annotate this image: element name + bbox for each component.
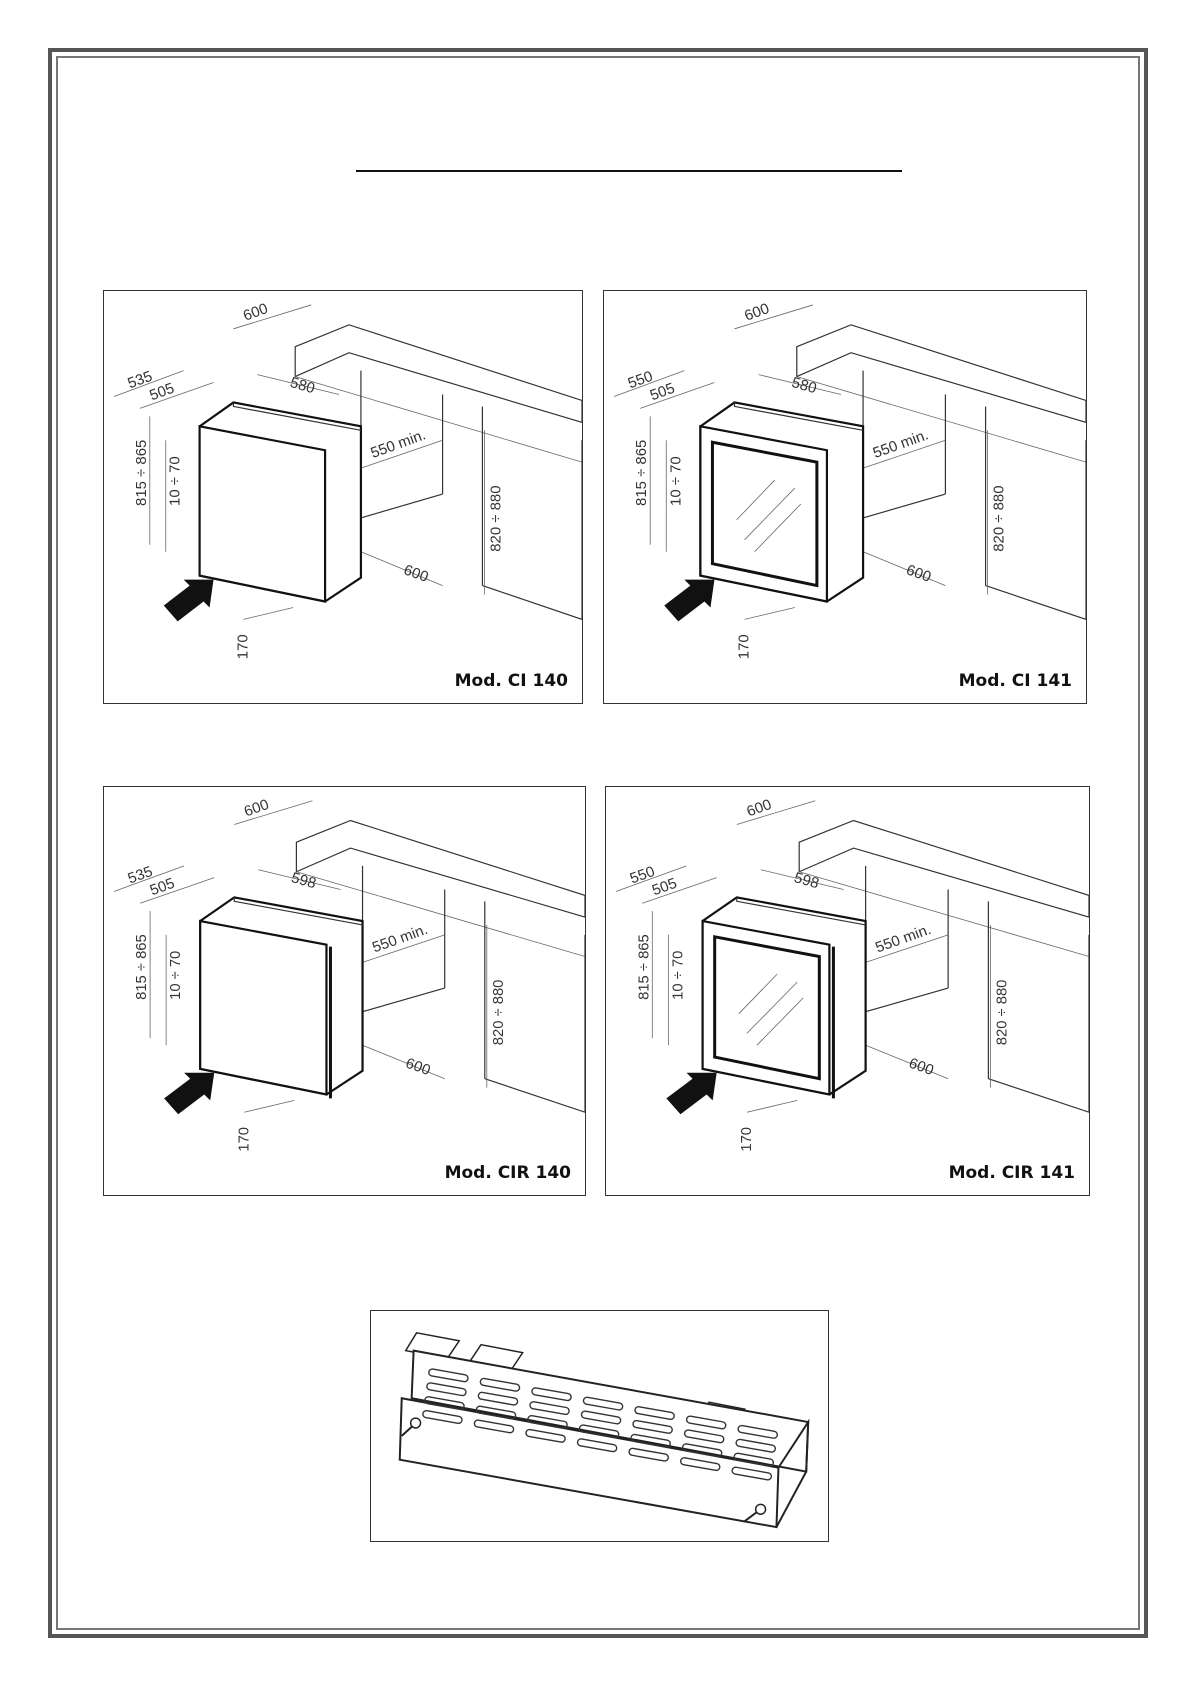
grille-slot <box>422 1409 463 1425</box>
grille-slot <box>632 1419 673 1434</box>
dim-min-depth: 550 min. <box>871 426 931 461</box>
appliance-top-edge <box>733 402 864 431</box>
dim-width-600-bottom: 600 <box>401 561 430 585</box>
grille-slot <box>477 1391 519 1406</box>
grille-slot <box>630 1433 671 1448</box>
model-label: Mod. CI 141 <box>958 671 1072 691</box>
dim-min-depth: 550 min. <box>368 426 428 462</box>
appliance-door <box>699 425 829 603</box>
grille-slot <box>475 1405 517 1420</box>
dim-plinth-170: 170 <box>738 1127 755 1152</box>
dim-width-600: 600 <box>242 797 271 820</box>
grille-slot <box>679 1457 721 1472</box>
dim-plinth-170: 170 <box>236 1127 252 1152</box>
dim-plinth-170: 170 <box>234 634 251 659</box>
appliance-door <box>199 919 328 1096</box>
dim-depth-inner: 505 <box>148 876 177 899</box>
grille-slot <box>681 1443 723 1458</box>
grille-slot <box>527 1414 568 1429</box>
dim-height: 815 ÷ 865 <box>133 440 150 506</box>
dim-cabinet-height: 820 ÷ 880 <box>993 980 1010 1046</box>
appliance-top-edge <box>233 897 363 926</box>
screw-icon <box>744 1503 767 1522</box>
grille-slot <box>473 1419 515 1434</box>
grille-slot <box>576 1438 618 1453</box>
dim-adjust: 10 ÷ 70 <box>669 951 686 1000</box>
ventilation-arrow-icon <box>666 1072 717 1115</box>
appliance-top-edge <box>232 402 362 431</box>
ventilation-arrow-icon <box>664 579 715 622</box>
glass-pane <box>713 935 821 1081</box>
dim-width-600-bottom: 600 <box>906 1055 936 1079</box>
dim-min-depth: 550 min. <box>370 922 430 956</box>
title-underline <box>356 170 902 172</box>
grille-slot <box>580 1410 622 1425</box>
dim-depth: 580 <box>288 374 317 397</box>
dim-adjust: 10 ÷ 70 <box>167 456 184 506</box>
dim-width-600-bottom: 600 <box>403 1056 432 1079</box>
dim-depth: 580 <box>790 374 819 397</box>
dim-depth: 598 <box>289 870 318 892</box>
grille-slot <box>578 1424 620 1439</box>
model-label: Mod. CIR 140 <box>444 1163 571 1183</box>
glass-pane <box>710 440 819 588</box>
grille-slot <box>683 1429 725 1444</box>
glass-reflection <box>746 981 798 1034</box>
grille-slot <box>424 1396 465 1411</box>
grille-slot <box>428 1368 469 1383</box>
grille-slot <box>531 1387 572 1402</box>
dim-cabinet-height: 820 ÷ 880 <box>991 485 1008 551</box>
appliance-door <box>198 425 327 603</box>
ventilation-arrow-icon <box>164 1072 215 1115</box>
dim-height: 815 ÷ 865 <box>635 934 652 1000</box>
dim-cabinet-height: 820 ÷ 880 <box>487 485 504 551</box>
grille-slot <box>479 1377 521 1392</box>
dim-adjust: 10 ÷ 70 <box>667 456 684 506</box>
dim-height: 815 ÷ 865 <box>633 440 650 506</box>
model-label: Mod. CI 140 <box>454 671 568 691</box>
dim-width-600: 600 <box>742 300 771 324</box>
dim-adjust: 10 ÷ 70 <box>168 951 184 1000</box>
grille-slot <box>628 1447 669 1462</box>
glass-reflection <box>756 997 804 1046</box>
dim-plinth-170: 170 <box>736 634 753 659</box>
grille-slot <box>582 1396 624 1411</box>
grille-slot <box>426 1382 467 1397</box>
dim-width-600: 600 <box>241 300 270 324</box>
grille-slot <box>525 1428 566 1443</box>
screw-icon <box>401 1417 422 1437</box>
dim-cabinet-height: 820 ÷ 880 <box>491 980 507 1046</box>
glass-reflection <box>744 487 796 541</box>
glass-reflection <box>738 973 778 1014</box>
grille-slot <box>634 1406 675 1421</box>
dim-depth: 598 <box>792 869 821 892</box>
ventilation-grille-diagram <box>370 1310 829 1542</box>
grille-slot <box>731 1466 773 1481</box>
grille-slot <box>529 1401 570 1416</box>
dim-depth-outer: 535 <box>126 864 155 887</box>
ventilation-grille-drawing <box>398 1331 810 1529</box>
grille-slot <box>737 1424 778 1439</box>
dim-min-depth: 550 min. <box>873 921 933 956</box>
glass-reflection <box>736 479 775 521</box>
model-label: Mod. CIR 141 <box>948 1163 1075 1183</box>
dim-width-600: 600 <box>744 796 774 820</box>
dim-width-600-bottom: 600 <box>904 561 933 585</box>
appliance-top-edge <box>736 897 866 926</box>
ventilation-arrow-icon <box>163 579 214 622</box>
glass-reflection <box>754 503 802 553</box>
appliance-door <box>701 919 831 1096</box>
grille-slot <box>735 1438 777 1453</box>
page-border <box>48 48 1148 1638</box>
dim-height: 815 ÷ 865 <box>134 934 150 1000</box>
grille-slot <box>685 1415 727 1430</box>
page-inner-border <box>56 56 1140 1630</box>
grille-slot <box>733 1452 775 1467</box>
